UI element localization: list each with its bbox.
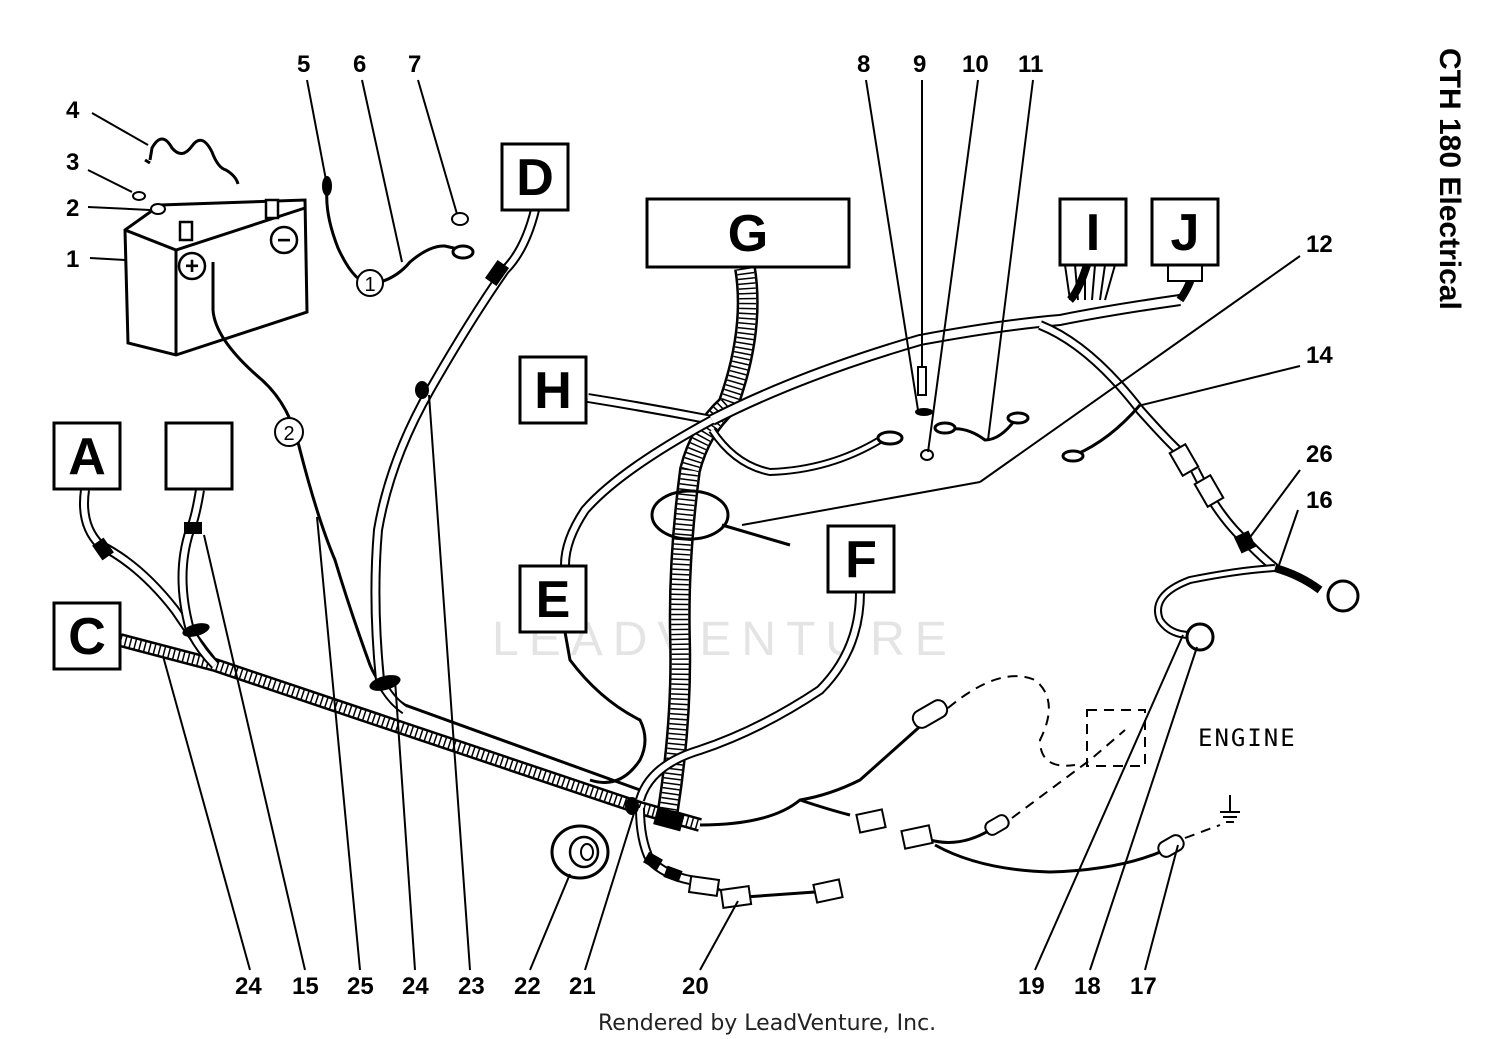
- battery: + −: [123, 198, 309, 357]
- box-E: E: [518, 564, 588, 634]
- part-number-8: 8: [857, 51, 870, 78]
- negative-terminal-label: −: [277, 227, 291, 254]
- box-C: C: [52, 601, 122, 671]
- part-number-25: 25: [347, 973, 374, 1000]
- part-number-5: 5: [297, 51, 310, 78]
- part-number-7: 7: [408, 51, 421, 78]
- box-G-label: G: [728, 205, 768, 263]
- box-J-label: J: [1171, 204, 1200, 262]
- box-I-label: I: [1086, 204, 1100, 262]
- ground-cable: 1: [322, 176, 475, 297]
- footer-credit: Rendered by LeadVenture, Inc.: [598, 1011, 936, 1036]
- part-number-1: 1: [66, 246, 79, 273]
- box-F: F: [826, 524, 896, 594]
- part-number-24-right: 24: [402, 973, 429, 1000]
- positive-cable: 2: [211, 262, 641, 792]
- part-number-15: 15: [292, 973, 319, 1000]
- box-J: J: [1150, 197, 1220, 267]
- positive-terminal-label: +: [185, 253, 199, 280]
- part-number-16: 16: [1306, 487, 1333, 514]
- cable-marker-1: [356, 269, 384, 297]
- cable-marker-2: [274, 417, 304, 447]
- box-C-label: C: [68, 608, 106, 666]
- box-D-label: D: [516, 149, 554, 207]
- part-number-20: 20: [682, 973, 709, 1000]
- negative-terminal-icon: [269, 225, 299, 255]
- box-D: D: [500, 142, 570, 212]
- part-number-6: 6: [353, 51, 366, 78]
- part-number-19: 19: [1018, 973, 1045, 1000]
- part-numbers: 1 2 3 4 5 6 7 8 9 10 11 12 14 26 16 24 1…: [66, 51, 1333, 1000]
- box-A-label: A: [68, 428, 106, 486]
- box-blank: [164, 421, 234, 491]
- part-number-14: 14: [1306, 342, 1333, 369]
- cable-marker-1-label: 1: [364, 274, 375, 296]
- box-A: A: [52, 421, 122, 491]
- small-parts: [550, 264, 1360, 880]
- part-number-24-left: 24: [235, 973, 262, 1000]
- part-number-12: 12: [1306, 231, 1333, 258]
- box-H: H: [518, 355, 588, 425]
- cable-marker-2-label: 2: [283, 423, 294, 445]
- battery-hardware: [132, 137, 240, 215]
- leader-lines: [87, 79, 1301, 971]
- ground-symbol-icon: [1220, 795, 1240, 823]
- positive-terminal-icon: [177, 251, 207, 281]
- part-number-4: 4: [66, 97, 80, 124]
- engine-wires: [687, 675, 1240, 909]
- part-number-23: 23: [458, 973, 485, 1000]
- part-number-11: 11: [1018, 51, 1043, 78]
- box-F-label: F: [845, 531, 877, 589]
- part-number-2: 2: [66, 195, 79, 222]
- part-number-22: 22: [514, 973, 541, 1000]
- diagram-title: CTH 180 Electrical: [1433, 48, 1466, 310]
- harness-clamps: [92, 259, 1257, 883]
- part-number-10: 10: [962, 51, 989, 78]
- box-I: I: [1058, 197, 1128, 267]
- part-number-26: 26: [1306, 441, 1333, 468]
- part-number-9: 9: [913, 51, 926, 78]
- part-number-3: 3: [66, 149, 79, 176]
- box-H-label: H: [534, 362, 572, 420]
- part-number-18: 18: [1074, 973, 1101, 1000]
- part-number-21: 21: [569, 973, 596, 1000]
- box-E-label: E: [536, 571, 571, 629]
- box-G: G: [645, 197, 851, 269]
- part-number-17: 17: [1130, 973, 1157, 1000]
- engine-label: ENGINE: [1198, 724, 1297, 752]
